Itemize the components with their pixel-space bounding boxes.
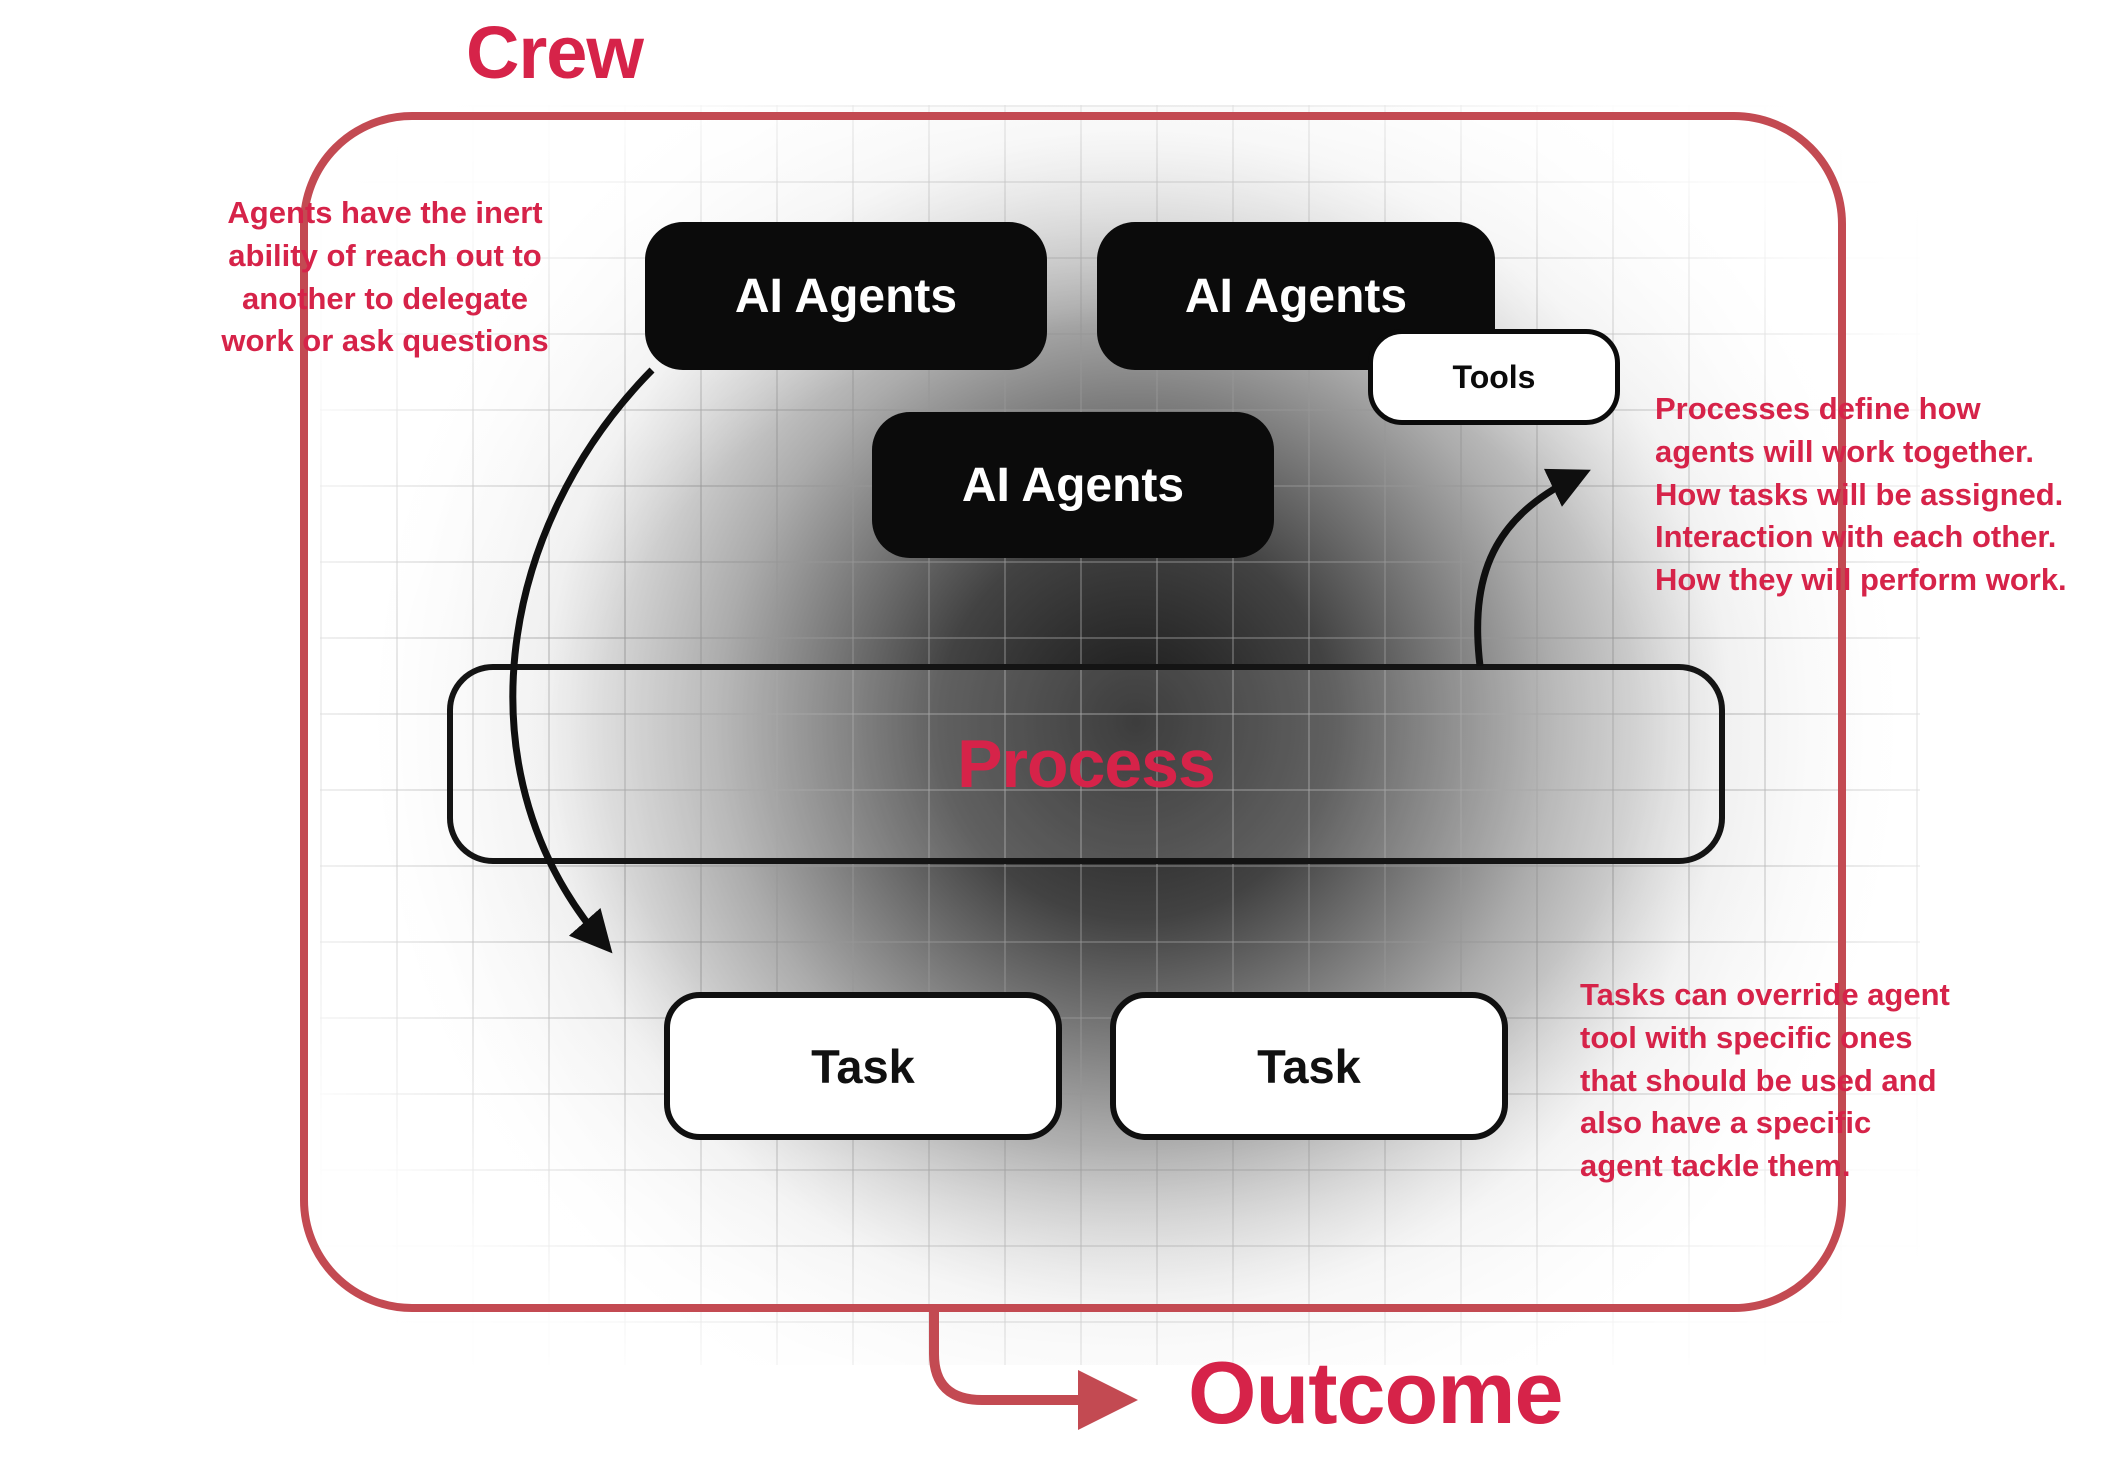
- ai-agents-box-1: AI Agents: [645, 222, 1047, 370]
- crew-title: Crew: [466, 11, 644, 94]
- ai-agents-label-1: AI Agents: [734, 269, 958, 323]
- tools-label: Tools: [1452, 358, 1536, 395]
- ai-agents-box-3: AI Agents: [872, 412, 1274, 558]
- note-process-definition: Processes define how agents will work to…: [1655, 391, 2067, 598]
- outcome-title: Outcome: [1188, 1343, 1563, 1442]
- task-label-1: Task: [811, 1039, 915, 1093]
- note-task-override: Tasks can override agent tool with speci…: [1580, 977, 1950, 1184]
- crew-boundary: [300, 112, 1846, 1312]
- task-box-2: Task: [1110, 992, 1508, 1140]
- process-label: Process: [957, 726, 1216, 802]
- task-box-1: Task: [664, 992, 1062, 1140]
- ai-agents-label-2: AI Agents: [1184, 269, 1408, 323]
- note-agent-delegation: Agents have the inert ability of reach o…: [221, 195, 549, 359]
- ai-agents-label-3: AI Agents: [961, 458, 1185, 512]
- tools-box: Tools: [1368, 329, 1620, 425]
- task-label-2: Task: [1257, 1039, 1361, 1093]
- process-box: Process: [447, 664, 1725, 864]
